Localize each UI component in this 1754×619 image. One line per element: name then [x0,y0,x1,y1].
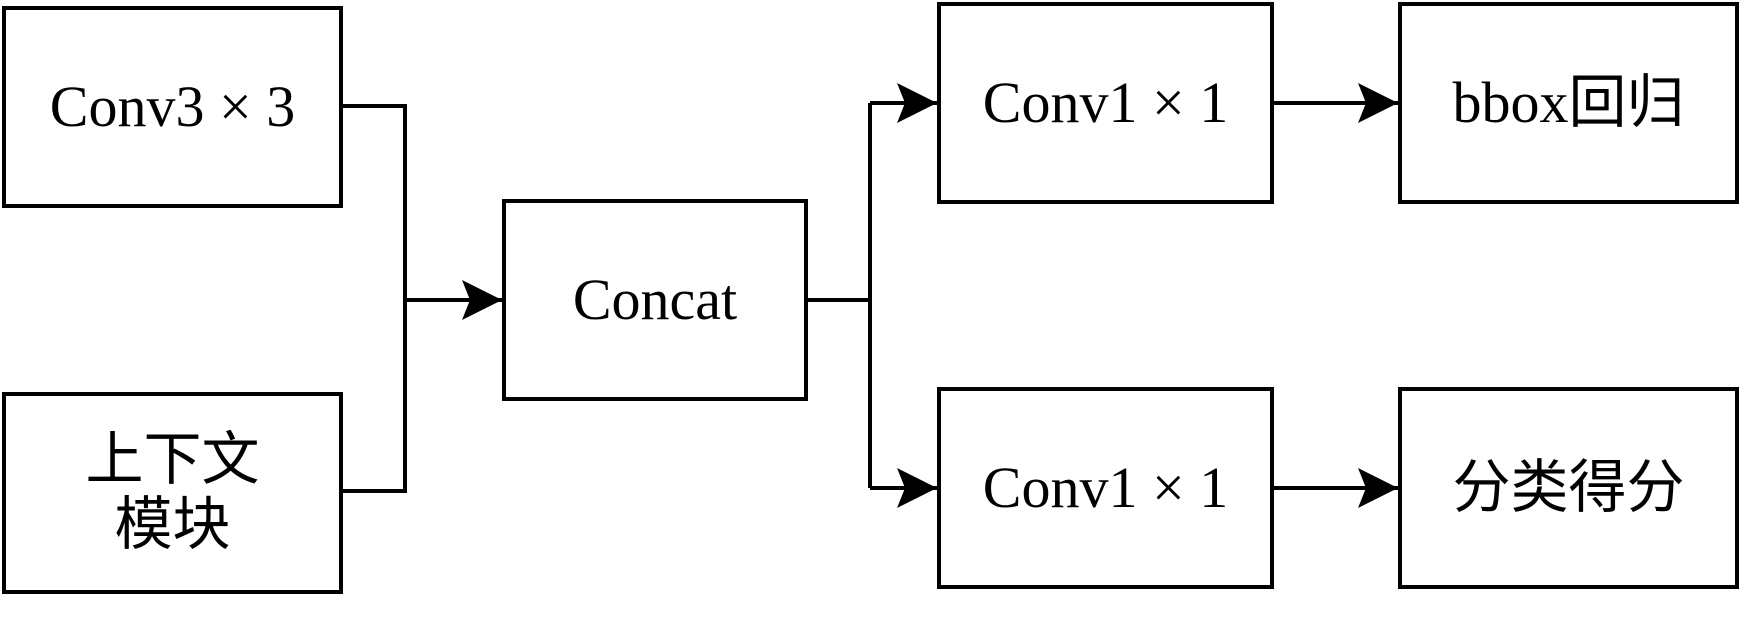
conv3x3-label: Conv3 × 3 [49,73,296,139]
concat-box: Concat [502,199,808,401]
context-module-label: 上下文 模块 [85,427,260,558]
conv1x1-top-label: Conv1 × 1 [982,69,1229,135]
bbox-regression-box: bbox回归 [1398,2,1739,204]
connector-context-to-bus [341,300,407,493]
concat-label: Concat [572,266,738,332]
connector-conv3x3-to-bus [341,104,407,300]
context-module-box: 上下文 模块 [2,392,343,594]
class-score-box: 分类得分 [1398,387,1739,589]
context-module-label-line-2: 模块 [114,492,231,557]
context-module-label-line-1: 上下文 [85,427,260,493]
conv3x3-box: Conv3 × 3 [2,6,343,208]
conv1x1-bottom-label: Conv1 × 1 [982,454,1229,520]
conv1x1-bottom-box: Conv1 × 1 [937,387,1274,589]
bbox-regression-label: bbox回归 [1452,69,1685,135]
conv1x1-top-box: Conv1 × 1 [937,2,1274,204]
class-score-label: 分类得分 [1452,454,1685,520]
